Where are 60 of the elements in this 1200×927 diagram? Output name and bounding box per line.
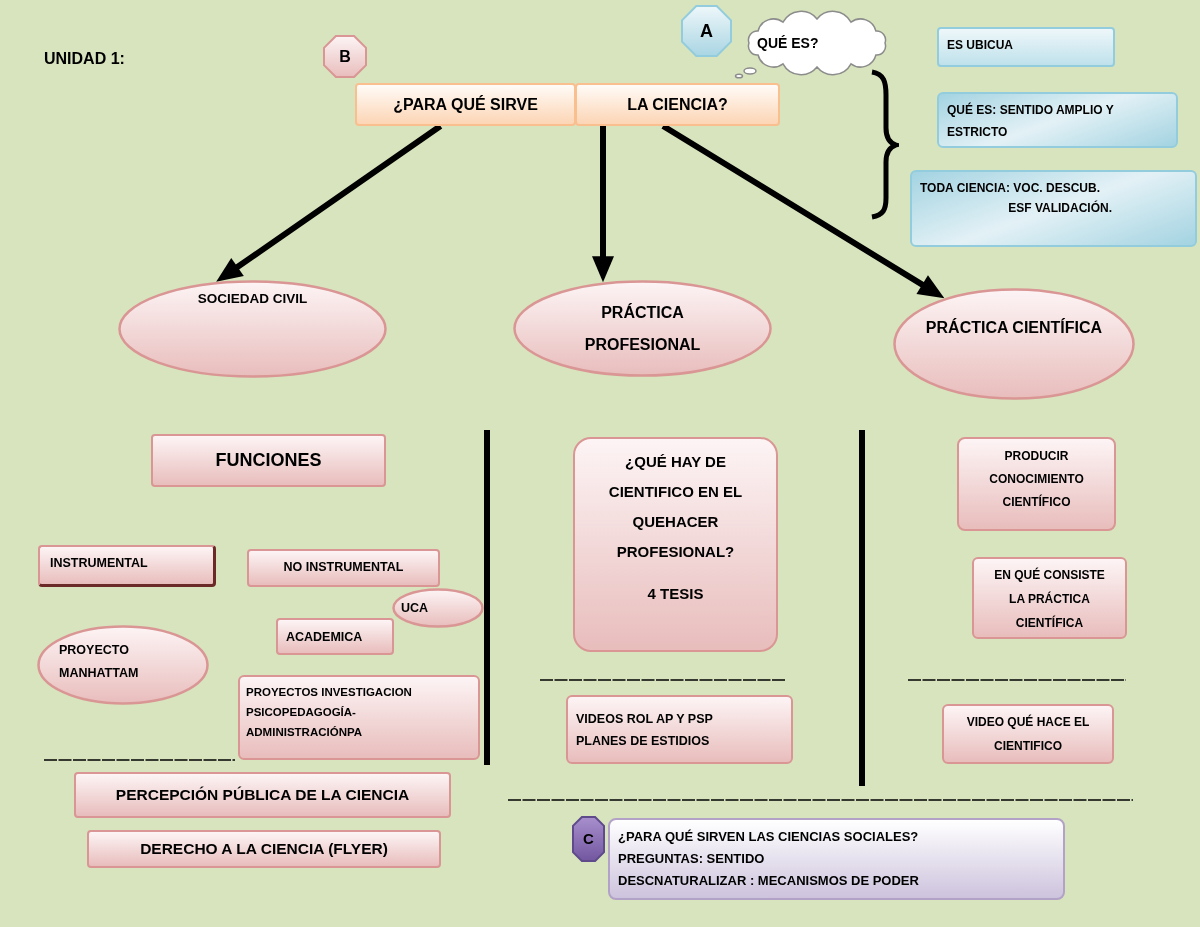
octagon-marker [323,35,367,78]
marker-letter: B [339,47,351,67]
heading-text: LA CIENCIA? [627,95,728,115]
topic-ellipse [118,280,387,378]
heading-box [575,83,780,126]
note-box [608,818,1065,900]
note-text: ¿PARA QUÉ SIRVEN LAS CIENCIAS SOCIALES? [618,828,919,846]
info-text: TODA CIENCIA: VOC. DESCUB. ESF VALIDACIÓN. [920,180,1112,217]
topic-ellipse [513,280,772,377]
box-text: DERECHO A LA CIENCIA (FLYER) [140,839,388,859]
card-text: ¿QUÉ HAY DE CIENTIFICO EN EL QUEHACER PROFESIONAL? [607,452,744,562]
cloud-text: QUÉ ES? [757,34,819,52]
info-box [910,170,1197,247]
octagon-marker [681,5,732,57]
ellipse-text: UCA [401,600,429,616]
box-text: PRODUCIR CONOCIMIENTO CIENTÍFICO [988,448,1085,511]
note-text: PREGUNTAS: SENTIDO [618,850,765,868]
ellipse-text: PRÁCTICA PROFESIONAL [583,302,702,355]
heading-text: ¿PARA QUÉ SIRVE [393,94,538,115]
topic-box [74,772,451,818]
box-text: PLANES DE ESTIDIOS [576,733,710,750]
ellipse-text: SOCIEDAD CIVIL [197,290,308,308]
arrow [661,123,946,301]
marker-letter: C [583,829,594,849]
topic-box [38,545,216,587]
topic-box [957,437,1116,531]
ellipse-text: PRÁCTICA CIENTÍFICA [925,317,1103,338]
info-text: ES UBICUA [947,37,1013,53]
topic-box [87,830,441,868]
ellipse-text: PROYECTO MANHATTAM [59,642,140,682]
topic-ellipse [893,288,1135,400]
box-text: VIDEOS ROL AP Y PSP [576,711,713,728]
title: UNIDAD 1: [44,49,125,69]
info-box [937,27,1115,67]
topic-box [942,704,1114,764]
topic-box [276,618,394,655]
topic-ellipse [392,588,484,628]
box-text: NO INSTRUMENTAL [283,559,404,575]
card-text: 4 TESIS [647,584,704,604]
arrow [592,126,614,283]
heading-box [355,83,576,126]
topic-box [238,675,480,760]
box-text: EN QUÉ CONSISTE LA PRÁCTICA CIENTÍFICA [993,566,1106,632]
topic-box [972,557,1127,639]
question-card [573,437,778,652]
note-text: DESCNATURALIZAR : MECANISMOS DE PODER [618,872,919,890]
box-text: ACADEMICA [286,628,363,645]
topic-box [566,695,793,764]
box-text: FUNCIONES [215,449,322,472]
info-box [937,92,1178,148]
marker-letter: A [700,19,713,43]
box-text: PROYECTOS INVESTIGACION PSICOPEDAGOGÍA- ADMINISTRACIÓNPA [246,685,413,740]
box-text: PERCEPCIÓN PÚBLICA DE LA CIENCIA [115,785,410,805]
box-text: VIDEO QUÉ HACE EL CIENTIFICO [965,713,1091,755]
info-text: QUÉ ES: SENTIDO AMPLIO Y ESTRICTO [947,101,1115,141]
topic-box [247,549,440,587]
octagon-marker [572,816,605,862]
topic-ellipse [37,625,209,705]
topic-box [151,434,386,487]
box-text: INSTRUMENTAL [50,555,148,571]
